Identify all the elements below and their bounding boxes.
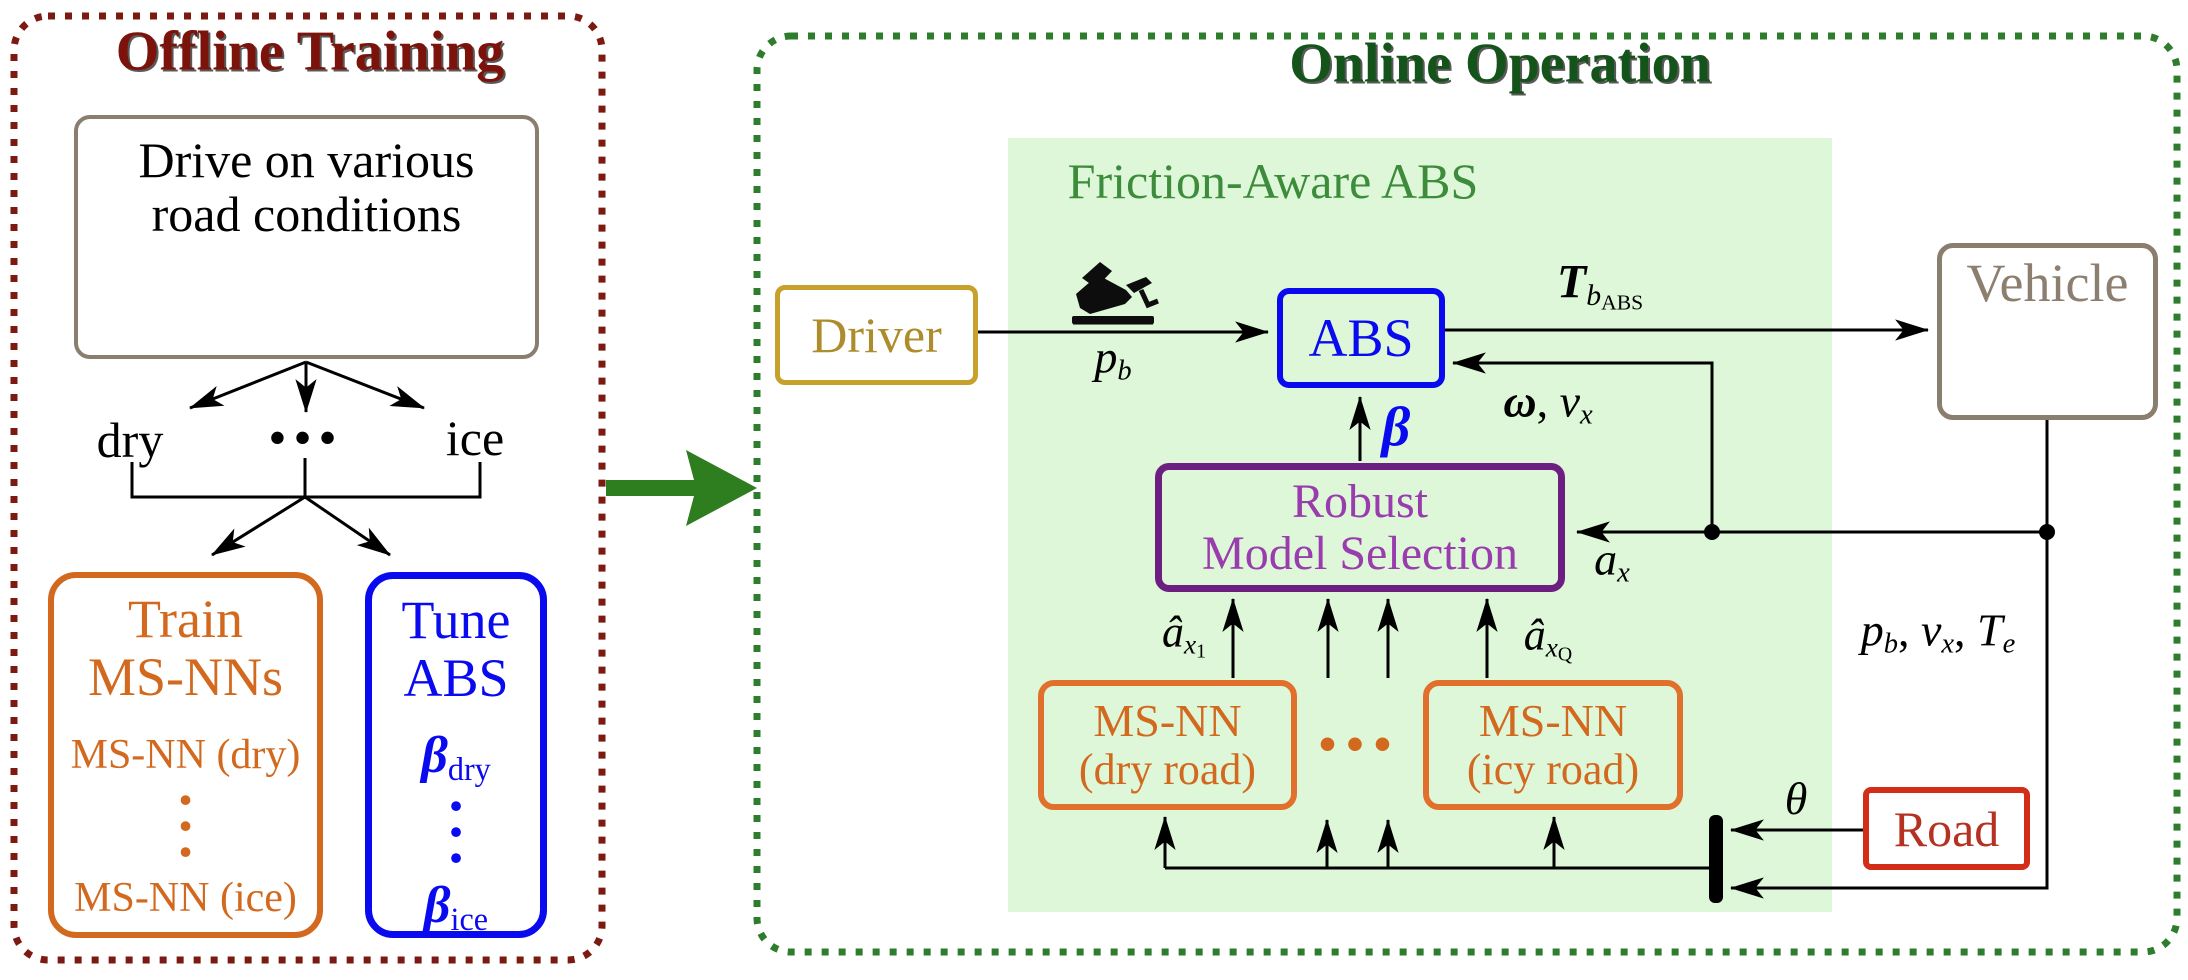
road-box-label: Road bbox=[1893, 800, 2000, 857]
drive-box-line1: Drive on various bbox=[138, 132, 475, 188]
driver-box: Driver bbox=[775, 285, 978, 385]
friction-aware-abs-label: Friction-Aware ABS bbox=[1067, 152, 1479, 209]
vertical-ellipsis-dots: • • • bbox=[449, 786, 463, 879]
road-angle-theta-signal-label: θ bbox=[1784, 772, 1808, 824]
train-box-line1: Train bbox=[127, 589, 244, 649]
rms-box-line1: Robust bbox=[1291, 474, 1429, 528]
predicted-accel-1-signal-label: âx1 bbox=[1162, 607, 1206, 663]
msnn-ellipsis-dots: ••• bbox=[1318, 715, 1402, 772]
train-msnns-box: Train MS-NNs MS-NN (dry) • • • MS-NN (ic… bbox=[48, 572, 323, 938]
tune-box-line2: ABS bbox=[403, 648, 509, 709]
abs-box: ABS bbox=[1277, 288, 1445, 388]
robust-model-selection-box: Robust Model Selection bbox=[1155, 463, 1565, 592]
friction-aware-abs-region bbox=[1008, 138, 1832, 912]
drive-on-various-roads-box: Drive on various road conditions bbox=[74, 115, 539, 359]
vertical-ellipsis-dots: • • • bbox=[179, 779, 192, 872]
abs-brake-torque-signal-label: TbABS bbox=[1556, 255, 1644, 315]
msnn-icy-line1: MS-NN bbox=[1478, 695, 1628, 747]
msnn-icy-line2: (icy road) bbox=[1466, 745, 1640, 795]
road-condition-label-dry: dry bbox=[96, 411, 164, 468]
abs-box-label: ABS bbox=[1308, 307, 1414, 368]
pb-vx-te-signal-label: pb, vx, Te bbox=[1860, 604, 2016, 660]
drive-box-line2: road conditions bbox=[151, 186, 462, 242]
driver-box-label: Driver bbox=[811, 307, 942, 363]
road-box: Road bbox=[1863, 787, 2030, 870]
train-item-msnn-dry: MS-NN (dry) bbox=[70, 731, 301, 778]
msnn-dry-line1: MS-NN bbox=[1093, 695, 1242, 747]
beta-dry-label: βdry bbox=[421, 726, 491, 787]
road-condition-label-ice: ice bbox=[445, 409, 505, 466]
train-box-line2: MS-NNs bbox=[87, 647, 284, 708]
vehicle-box-label: Vehicle bbox=[1966, 253, 2129, 313]
beta-ice-label: βice bbox=[423, 877, 489, 938]
train-item-msnn-ice: MS-NN (ice) bbox=[74, 874, 297, 921]
tune-abs-box: Tune ABS βdry • • • βice bbox=[365, 572, 547, 938]
ellipsis-dots: ••• bbox=[269, 411, 345, 463]
online-operation-panel-border bbox=[753, 32, 2181, 956]
msnn-icy-road-box: MS-NN (icy road) bbox=[1423, 680, 1683, 810]
signal-bus-bar bbox=[1709, 815, 1723, 903]
offline-to-online-arrow-icon bbox=[606, 450, 757, 526]
online-operation-title: Online Operation bbox=[1289, 32, 1711, 95]
predicted-accel-q-signal-label: âxQ bbox=[1523, 610, 1573, 666]
tune-box-line1: Tune bbox=[401, 590, 511, 650]
junction-dot bbox=[1704, 524, 1720, 540]
offline-training-panel-border bbox=[10, 12, 606, 964]
longitudinal-accel-signal-label: ax bbox=[1594, 533, 1630, 589]
junction-dot bbox=[2039, 524, 2055, 540]
msnn-dry-line2: (dry road) bbox=[1078, 745, 1257, 795]
msnn-dry-road-box: MS-NN (dry road) bbox=[1038, 680, 1297, 810]
offline-training-title: Offline Training bbox=[115, 20, 505, 83]
brake-pressure-signal-label: pb bbox=[1094, 331, 1132, 387]
beta-signal-label: β bbox=[1381, 396, 1411, 459]
rms-box-line2: Model Selection bbox=[1202, 526, 1518, 580]
offline-connectors bbox=[130, 360, 482, 557]
wheel-speed-velocity-signal-label: ω, vx bbox=[1503, 375, 1593, 431]
vehicle-box: Vehicle bbox=[1937, 243, 2158, 420]
